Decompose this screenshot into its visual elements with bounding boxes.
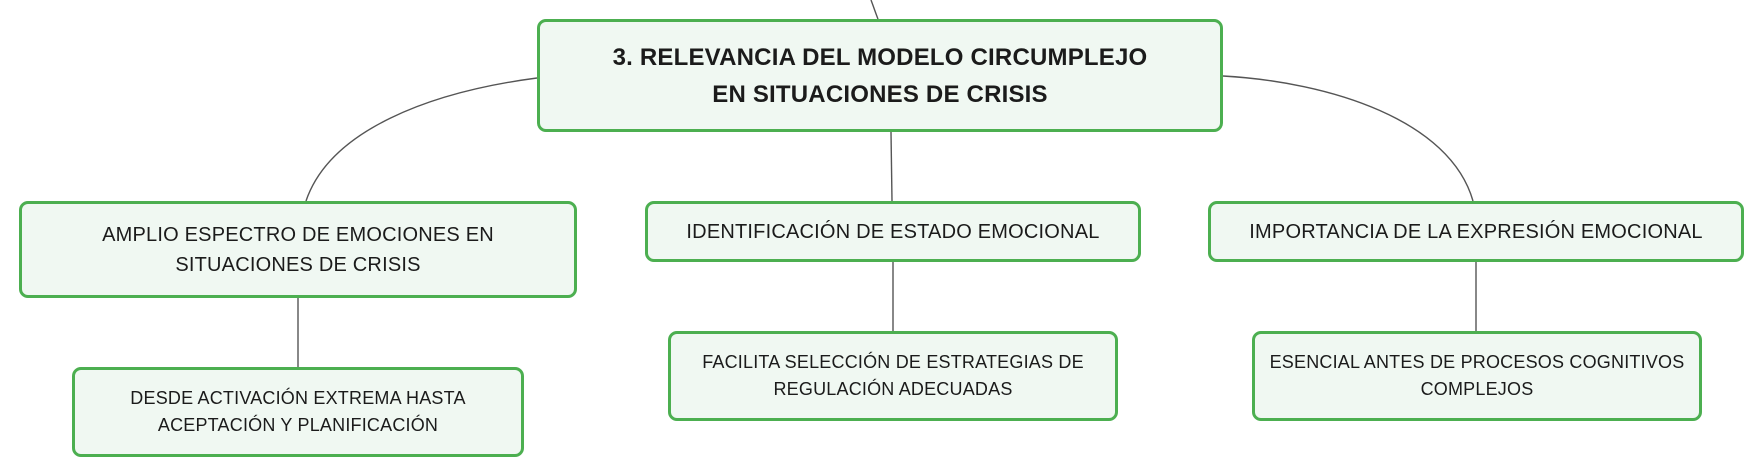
branch-node-label: IMPORTANCIA DE LA EXPRESIÓN EMOCIONAL: [1249, 220, 1703, 243]
branch-node-emotion-spectrum[interactable]: AMPLIO ESPECTRO DE EMOCIONES EN SITUACIO…: [19, 201, 577, 298]
root-node[interactable]: 3. RELEVANCIA DEL MODELO CIRCUMPLEJO EN …: [537, 19, 1223, 132]
leaf-node-regulation-strategies[interactable]: FACILITA SELECCIÓN DE ESTRATEGIAS DE REG…: [668, 331, 1118, 421]
leaf-node-cognitive-processes[interactable]: ESENCIAL ANTES DE PROCESOS COGNITIVOS CO…: [1252, 331, 1702, 421]
branch-node-emotional-state-identification[interactable]: IDENTIFICACIÓN DE ESTADO EMOCIONAL: [645, 201, 1141, 262]
branch-node-emotional-expression[interactable]: IMPORTANCIA DE LA EXPRESIÓN EMOCIONAL: [1208, 201, 1744, 262]
branch-node-label: IDENTIFICACIÓN DE ESTADO EMOCIONAL: [686, 220, 1100, 243]
leaf-node-label: DESDE ACTIVACIÓN EXTREMA HASTA ACEPTACIÓ…: [130, 388, 466, 435]
connector-root-to-mid: [890, 131, 893, 202]
leaf-node-activation-to-acceptance[interactable]: DESDE ACTIVACIÓN EXTREMA HASTA ACEPTACIÓ…: [72, 367, 524, 457]
leaf-node-label: ESENCIAL ANTES DE PROCESOS COGNITIVOS CO…: [1269, 352, 1685, 399]
connector-root-to-right: [1222, 75, 1474, 202]
connector-root-to-left: [305, 77, 538, 202]
leaf-node-label: FACILITA SELECCIÓN DE ESTRATEGIAS DE REG…: [702, 352, 1084, 399]
connector-from-parent: [870, 0, 879, 20]
root-node-label: 3. RELEVANCIA DEL MODELO CIRCUMPLEJO EN …: [612, 43, 1148, 108]
branch-node-label: AMPLIO ESPECTRO DE EMOCIONES EN SITUACIO…: [102, 223, 494, 276]
